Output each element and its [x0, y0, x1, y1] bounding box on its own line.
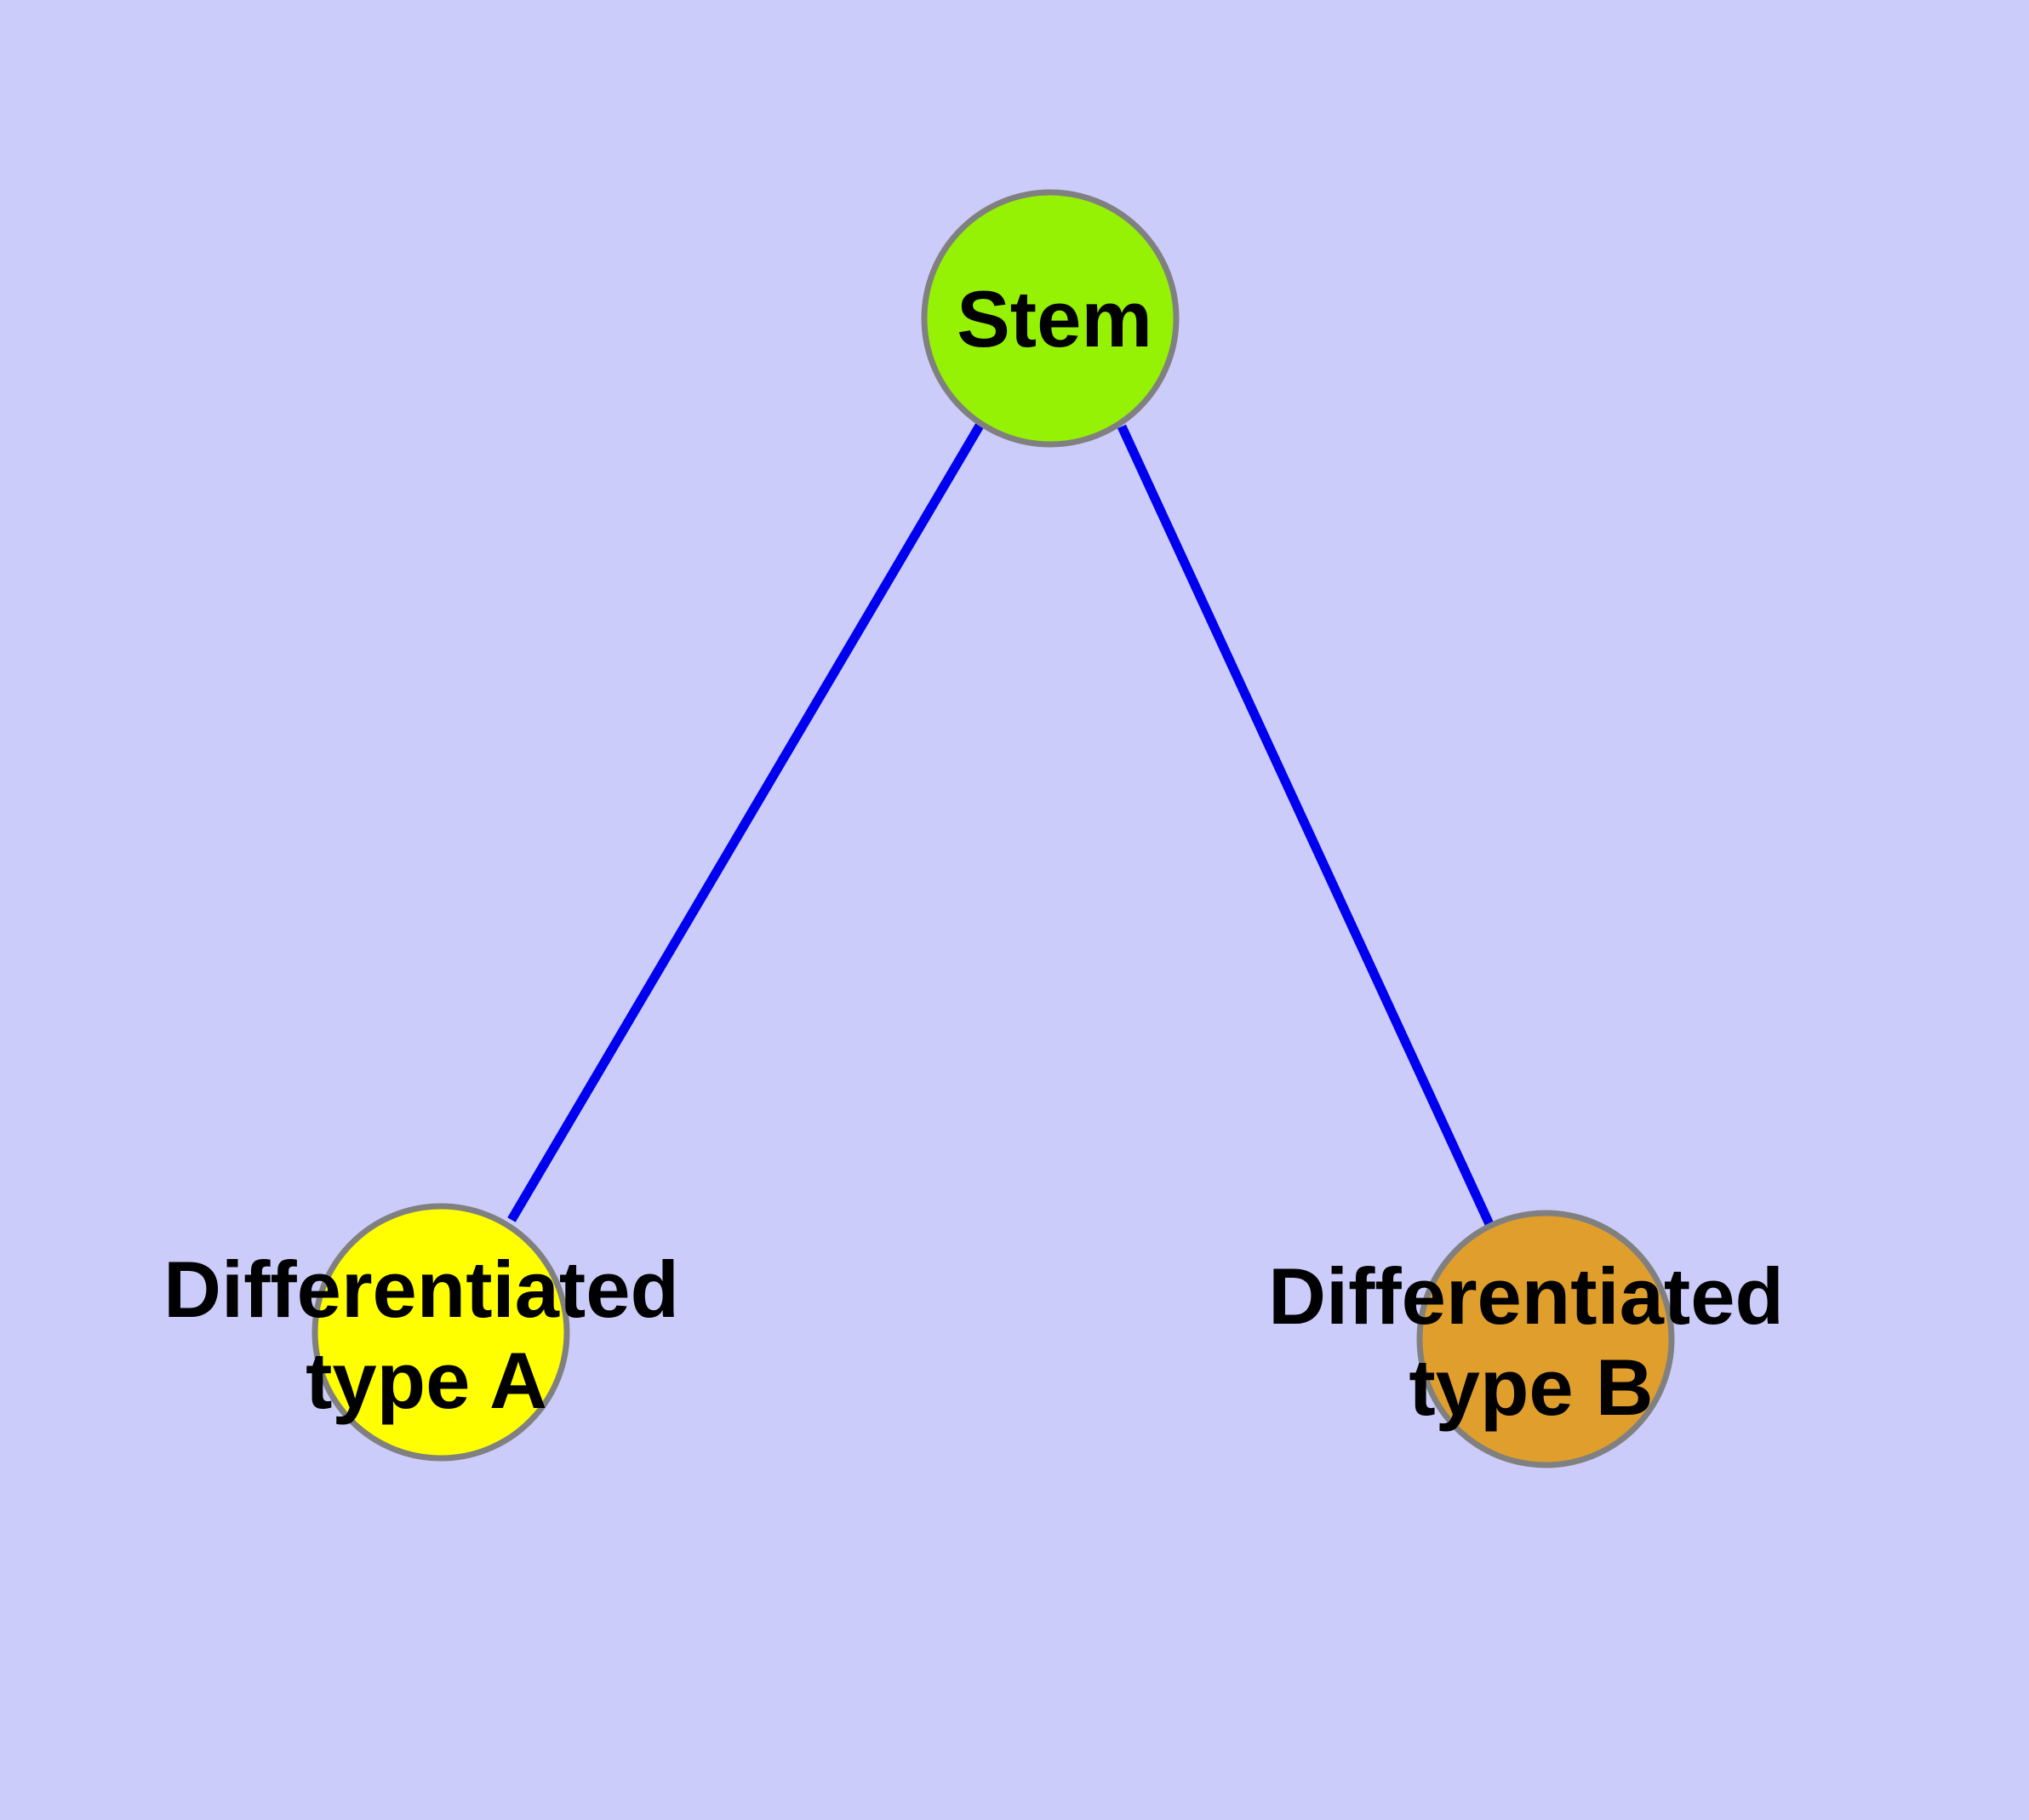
- node-label-diff-b-line1: Differentiated: [1268, 1251, 1784, 1341]
- labels-layer: Differentiated type A Differentiated typ…: [163, 1245, 1784, 1432]
- node-circle-diff-b[interactable]: [1416, 1210, 1675, 1468]
- edges-layer: [507, 423, 1494, 1227]
- node-diff-a[interactable]: [311, 1203, 570, 1462]
- node-diff-b[interactable]: [1416, 1210, 1675, 1468]
- edge-stem-to-diff-a[interactable]: [507, 423, 984, 1222]
- edge-stem-to-diff-b[interactable]: [1117, 424, 1494, 1227]
- node-circle-stem[interactable]: [921, 189, 1180, 448]
- node-label-stem: Stem: [957, 274, 1152, 363]
- node-circle-diff-a[interactable]: [311, 1203, 570, 1462]
- node-label-diff-b-line2: type B: [1409, 1342, 1653, 1432]
- node-stem[interactable]: Stem: [921, 189, 1180, 448]
- node-label-diff-a-line1: Differentiated: [163, 1245, 679, 1334]
- node-label-diff-a-line2: type A: [306, 1336, 547, 1425]
